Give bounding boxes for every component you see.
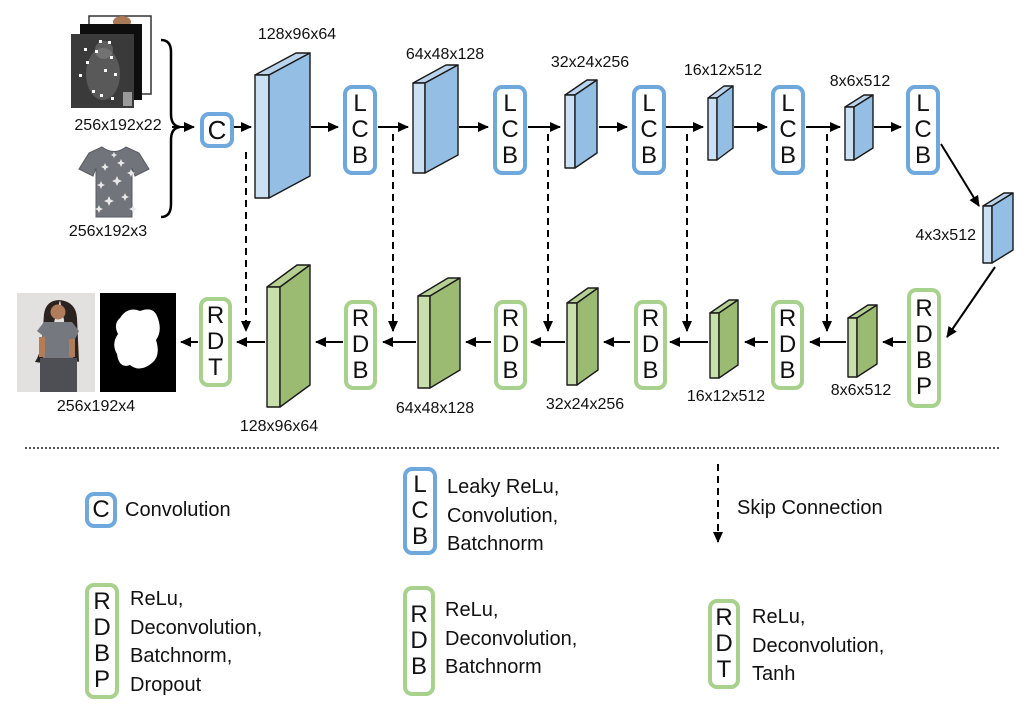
rdb-block-2: RDB (634, 300, 667, 390)
decoder-slab-32x24x256 (566, 287, 599, 386)
lcb-block-2: LCB (493, 85, 527, 175)
skip-connection-lines (241, 134, 832, 543)
legend-conv-block: C (85, 492, 117, 528)
decoder-feature-label: 16x12x512 (686, 388, 766, 405)
legend-rdb-block: RDB (403, 586, 435, 696)
decoder-slab-16x12x512 (709, 299, 739, 379)
decoder-feature-label: 128x96x64 (239, 418, 319, 435)
lcb-block-3: LCB (632, 85, 666, 175)
rdb-block-4: RDB (344, 300, 377, 390)
output-label: 256x192x4 (56, 398, 136, 415)
rdbp-block: RDBP (907, 288, 941, 408)
bottleneck-label: 4x3x512 (915, 227, 977, 244)
decoder-slab-8x6x512 (847, 304, 878, 378)
rdb-block-3: RDB (494, 300, 527, 390)
legend-rdbp-text: ReLu, Deconvolution, Batchnorm, Dropout (130, 588, 263, 696)
mask-result-image (100, 293, 176, 392)
cloth-image (77, 143, 151, 221)
decoder-feature-label: 8x6x512 (830, 382, 892, 399)
rdb-block-1: RDB (771, 300, 804, 390)
decoder-slab-128x96x64 (266, 264, 311, 408)
encoder-slab-128x96x64 (254, 52, 311, 199)
decoder-feature-label: 32x24x256 (545, 396, 625, 413)
encoder-feature-label: 8x6x512 (829, 73, 891, 90)
legend-rdbp-block: RDBP (85, 583, 119, 699)
lcb-block-5: LCB (906, 85, 940, 175)
legend-rdt-block: RDT (708, 599, 740, 689)
legend-rdt-text: ReLu, Deconvolution, Tanh (752, 606, 885, 685)
legend-rdb-text: ReLu, Deconvolution, Batchnorm (445, 599, 578, 678)
input-brace (160, 38, 181, 219)
input-pose-label: 256x192x22 (74, 117, 162, 134)
decoder-feature-label: 64x48x128 (395, 400, 475, 417)
bottleneck-slab-4x3x512 (982, 192, 1014, 264)
legend-lcb-block: LCB (403, 467, 437, 555)
input-cloth-label: 256x192x3 (68, 223, 148, 240)
encoder-feature-label: 32x24x256 (550, 54, 630, 71)
lcb-block-4: LCB (771, 85, 805, 175)
encoder-feature-label: 16x12x512 (683, 62, 763, 79)
legend-conv-text: Convolution (125, 499, 231, 521)
encoder-slab-32x24x256 (564, 79, 598, 169)
person-result-image (17, 293, 95, 392)
legend-lcb-text: Leaky ReLu, Convolution, Batchnorm (447, 476, 560, 555)
rdt-block: RDT (199, 297, 232, 387)
encoder-slab-8x6x512 (844, 94, 874, 161)
conv-block: C (200, 112, 234, 148)
encoder-slab-64x48x128 (412, 64, 459, 174)
legend-skip-text: Skip Connection (737, 497, 883, 519)
encoder-slab-16x12x512 (707, 85, 734, 161)
decoder-slab-64x48x128 (417, 277, 461, 389)
flow-arrows (172, 122, 996, 347)
encoder-feature-label: 128x96x64 (257, 26, 337, 43)
encoder-feature-label: 64x48x128 (405, 46, 485, 63)
lcb-block-1: LCB (343, 85, 377, 175)
pose-heatmap-stack-image (71, 15, 152, 108)
